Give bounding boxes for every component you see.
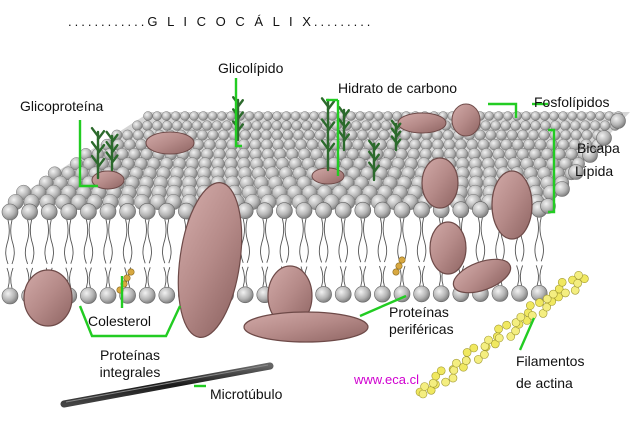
label-proteinas-integrales-1: Proteínas [100, 347, 160, 363]
surface-proteins [91, 103, 481, 190]
integral-protein-far-right [491, 170, 533, 240]
actin-filaments [415, 270, 589, 399]
label-fosfolipidos: Fosfolípidos [534, 94, 610, 110]
label-microtubulo: Microtúbulo [210, 386, 283, 402]
diagram-title: ............G L I C O C Á L I X......... [68, 14, 374, 29]
integral-protein-top-right [421, 157, 459, 209]
integral-protein-right [429, 221, 467, 275]
label-proteinas-integrales-2: integrales [99, 364, 161, 380]
integral-protein-left [23, 269, 73, 327]
label-lipida: Lípida [575, 163, 614, 179]
integral-protein-large [177, 182, 243, 338]
label-glicolipido: Glicolípido [218, 60, 284, 76]
label-filamentos: Filamentos [516, 353, 585, 369]
label-proteinas-perifericas-2: periféricas [389, 321, 454, 337]
peripheral-proteins [243, 258, 512, 343]
integral-proteins [23, 157, 533, 338]
website-url: www.eca.cl [354, 372, 420, 387]
microtubule [60, 362, 274, 408]
label-de-actina: de actina [516, 375, 573, 391]
label-proteinas-perifericas-1: Proteínas [389, 304, 449, 320]
label-glicoproteina: Glicoproteína [20, 98, 104, 114]
leader-lines [78, 78, 556, 388]
label-hidrato-de-carbono: Hidrato de carbono [338, 80, 458, 96]
top-lipid-heads [7, 111, 624, 210]
label-bicapa: Bicapa [577, 140, 620, 156]
label-colesterol: Colesterol [88, 313, 152, 329]
